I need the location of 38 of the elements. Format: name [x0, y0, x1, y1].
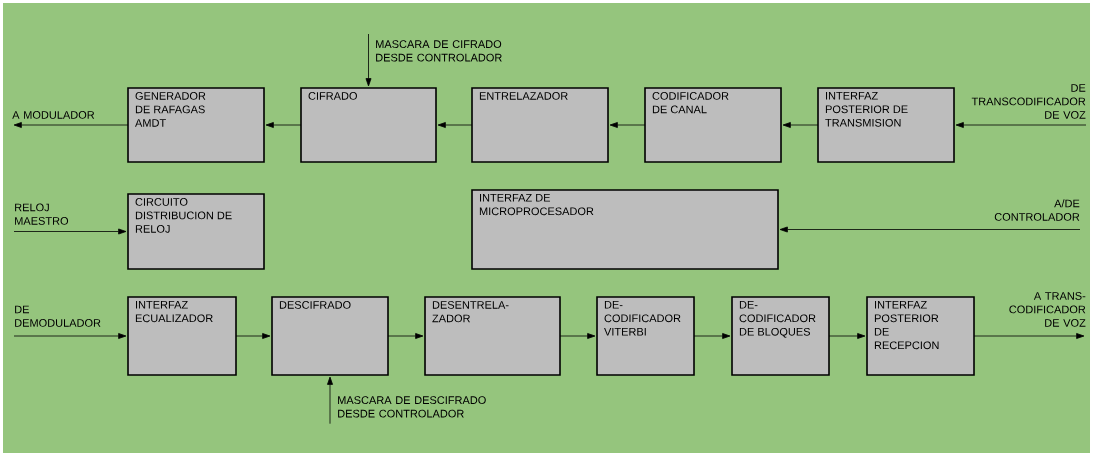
arrow: [265, 122, 302, 128]
process-box: CIFRADO: [300, 87, 437, 163]
process-box: INTERFAZ DE MICROPROCESADOR: [471, 189, 779, 270]
arrow: [609, 122, 646, 128]
process-box: INTERFAZ POSTERIOR DE TRANSMISION: [817, 87, 955, 163]
arrow: [437, 122, 473, 128]
process-box: INTERFAZ ECUALIZADOR: [127, 296, 237, 376]
arrow: [235, 333, 271, 339]
arrow: [13, 228, 127, 235]
process-box: DE- CODIFICADOR DE BLOQUES: [731, 296, 830, 376]
signal-label: A MODULADOR: [12, 111, 95, 119]
arrow: [955, 122, 1087, 128]
arrow: [13, 333, 127, 339]
arrow: [973, 333, 1085, 339]
process-box: DE- CODIFICADOR VITERBI: [596, 296, 695, 376]
arrow: [779, 226, 1081, 233]
process-box: GENERADOR DE RAFAGAS AMDT: [127, 87, 265, 163]
signal-label: DE TRANSCODIFICADOR DE VOZ: [971, 84, 1086, 119]
arrow: [13, 122, 129, 128]
signal-label: A TRANS- CODIFICADOR DE VOZ: [1009, 292, 1086, 327]
signal-label: DE DEMODULADOR: [15, 305, 101, 327]
signal-label: RELOJ MAESTRO: [15, 203, 69, 225]
arrow: [365, 33, 372, 87]
process-box: ENTRELAZADOR: [471, 87, 609, 163]
process-box: DESENTRELA- ZADOR: [424, 296, 561, 376]
process-box: CIRCUITO DISTRIBUCION DE RELOJ: [127, 193, 265, 270]
arrow: [559, 333, 596, 339]
arrow: [782, 122, 819, 128]
arrow: [828, 333, 866, 339]
signal-label: MASCARA DE DESCIFRADO DESDE CONTROLADOR: [338, 396, 486, 418]
arrow: [387, 333, 424, 339]
process-box: DESCIFRADO: [271, 296, 389, 376]
signal-label: MASCARA DE CIFRADO DESDE CONTROLADOR: [376, 40, 502, 62]
arrow: [327, 376, 333, 425]
arrow: [693, 333, 731, 339]
process-box: INTERFAZ POSTERIOR DE RECEPCION: [866, 296, 975, 376]
signal-label: A/DE CONTROLADOR: [994, 199, 1080, 221]
process-box: CODIFICADOR DE CANAL: [644, 87, 782, 163]
